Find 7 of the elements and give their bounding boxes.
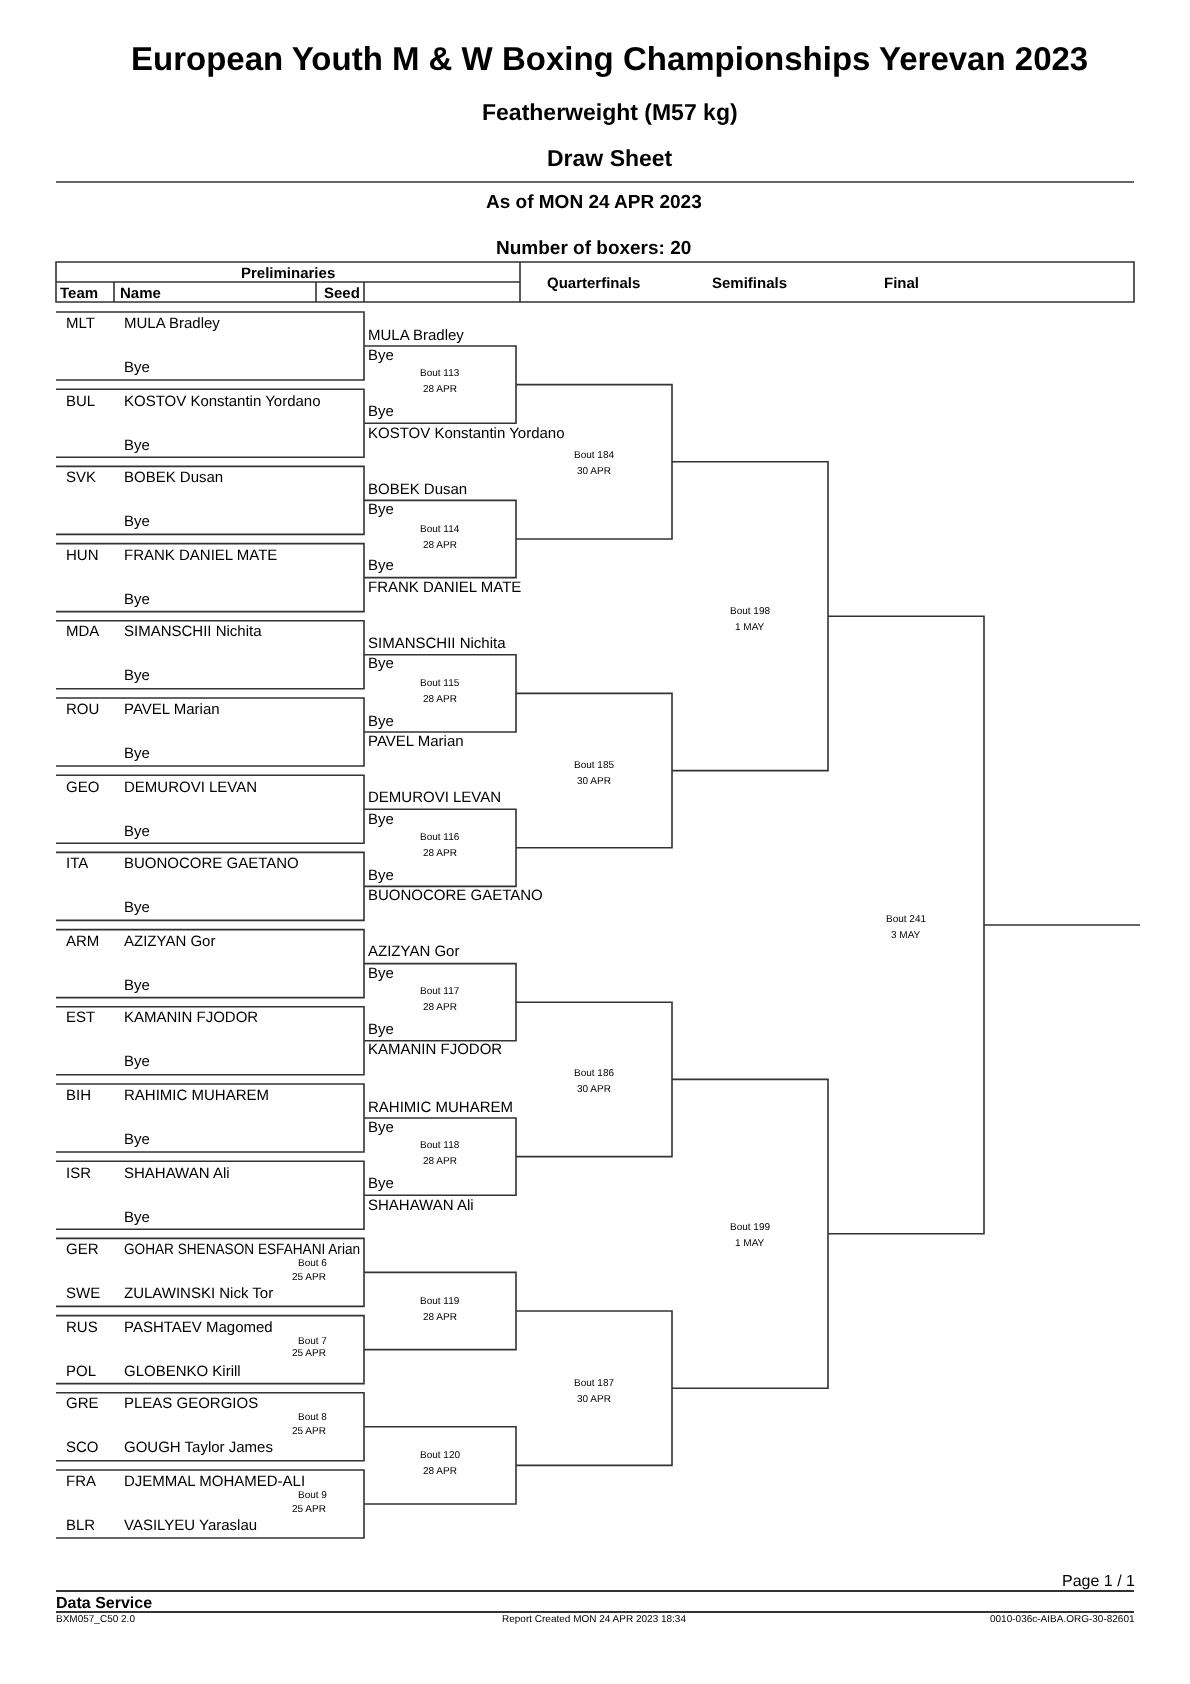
subtitle: Draw Sheet [547, 150, 673, 173]
subtitle: Featherweight (M57 kg) [482, 104, 738, 127]
title: European Youth M & W Boxing Championships Yerevan 2023 [131, 44, 1089, 77]
date-line: As of MON 24 APR 2023 [486, 194, 702, 213]
page-number: Page 1 / 1 [1062, 1574, 1135, 1590]
footer-text: Data Service [56, 1596, 153, 1612]
boxer-count: Number of boxers: 20 [496, 240, 692, 259]
